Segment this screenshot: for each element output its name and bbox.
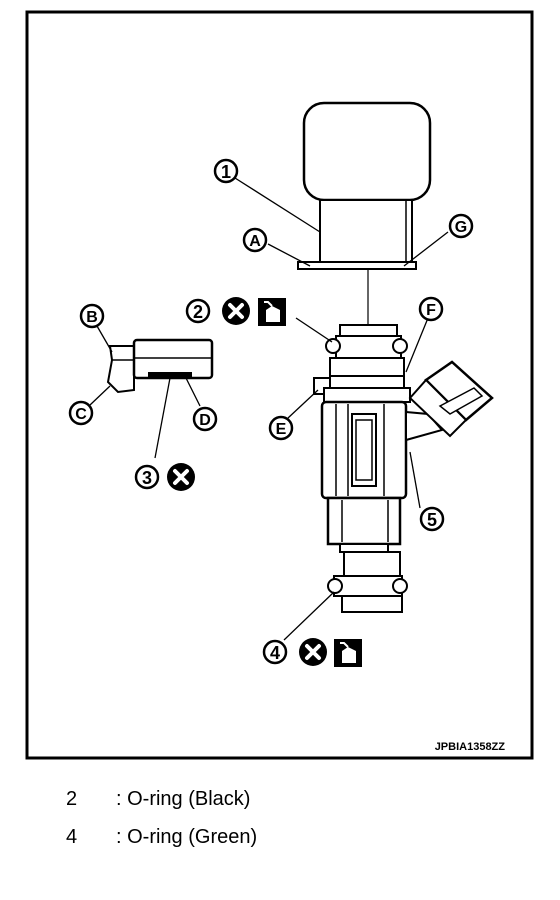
callout-label-F: F — [426, 302, 436, 319]
callout-label-5: 5 — [427, 510, 437, 530]
callout-E: E — [268, 415, 294, 441]
callout-label-3: 3 — [142, 468, 152, 488]
fuel-injector — [313, 324, 494, 613]
callout-5: 5 — [419, 506, 445, 532]
legend-number: 2 — [66, 788, 78, 810]
callout-label-4: 4 — [270, 643, 280, 663]
callout-label-1: 1 — [221, 162, 231, 182]
do-not-reuse-icon — [167, 463, 195, 491]
legend-text: : O-ring (Green) — [116, 826, 258, 848]
callout-label-C: C — [75, 406, 87, 423]
callout-label-E: E — [276, 421, 287, 438]
callout-C: C — [68, 400, 94, 426]
fuel-tube — [297, 101, 432, 270]
callout-label-2: 2 — [193, 302, 203, 322]
injector-diagram: 1 A G 2 F B C D E 3 5 4 — [25, 10, 534, 760]
callout-1: 1 — [213, 158, 239, 184]
apply-oil-icon — [334, 639, 362, 667]
legend-number: 4 — [66, 826, 78, 848]
callout-4: 4 — [262, 639, 288, 665]
callout-label-B: B — [86, 309, 98, 326]
callout-G: G — [448, 213, 474, 239]
callout-label-D: D — [199, 412, 211, 429]
callout-F: F — [418, 296, 444, 322]
callout-2: 2 — [185, 298, 211, 324]
do-not-reuse-icon — [299, 638, 327, 666]
apply-oil-icon — [258, 298, 286, 326]
legend-text: : O-ring (Black) — [116, 788, 251, 810]
legend-row: 4 : O-ring (Green) — [0, 826, 560, 856]
callout-B: B — [79, 303, 105, 329]
leader-lines — [89, 177, 449, 641]
callout-3: 3 — [134, 464, 160, 490]
figure-code: JPBIA1358ZZ — [435, 741, 506, 753]
injector-clip — [106, 338, 214, 394]
legend-row: 2 : O-ring (Black) — [0, 788, 560, 818]
callout-A: A — [242, 227, 268, 253]
callout-label-A: A — [249, 233, 261, 250]
callout-label-G: G — [455, 219, 467, 236]
callout-D: D — [192, 406, 218, 432]
do-not-reuse-icon — [222, 297, 250, 325]
